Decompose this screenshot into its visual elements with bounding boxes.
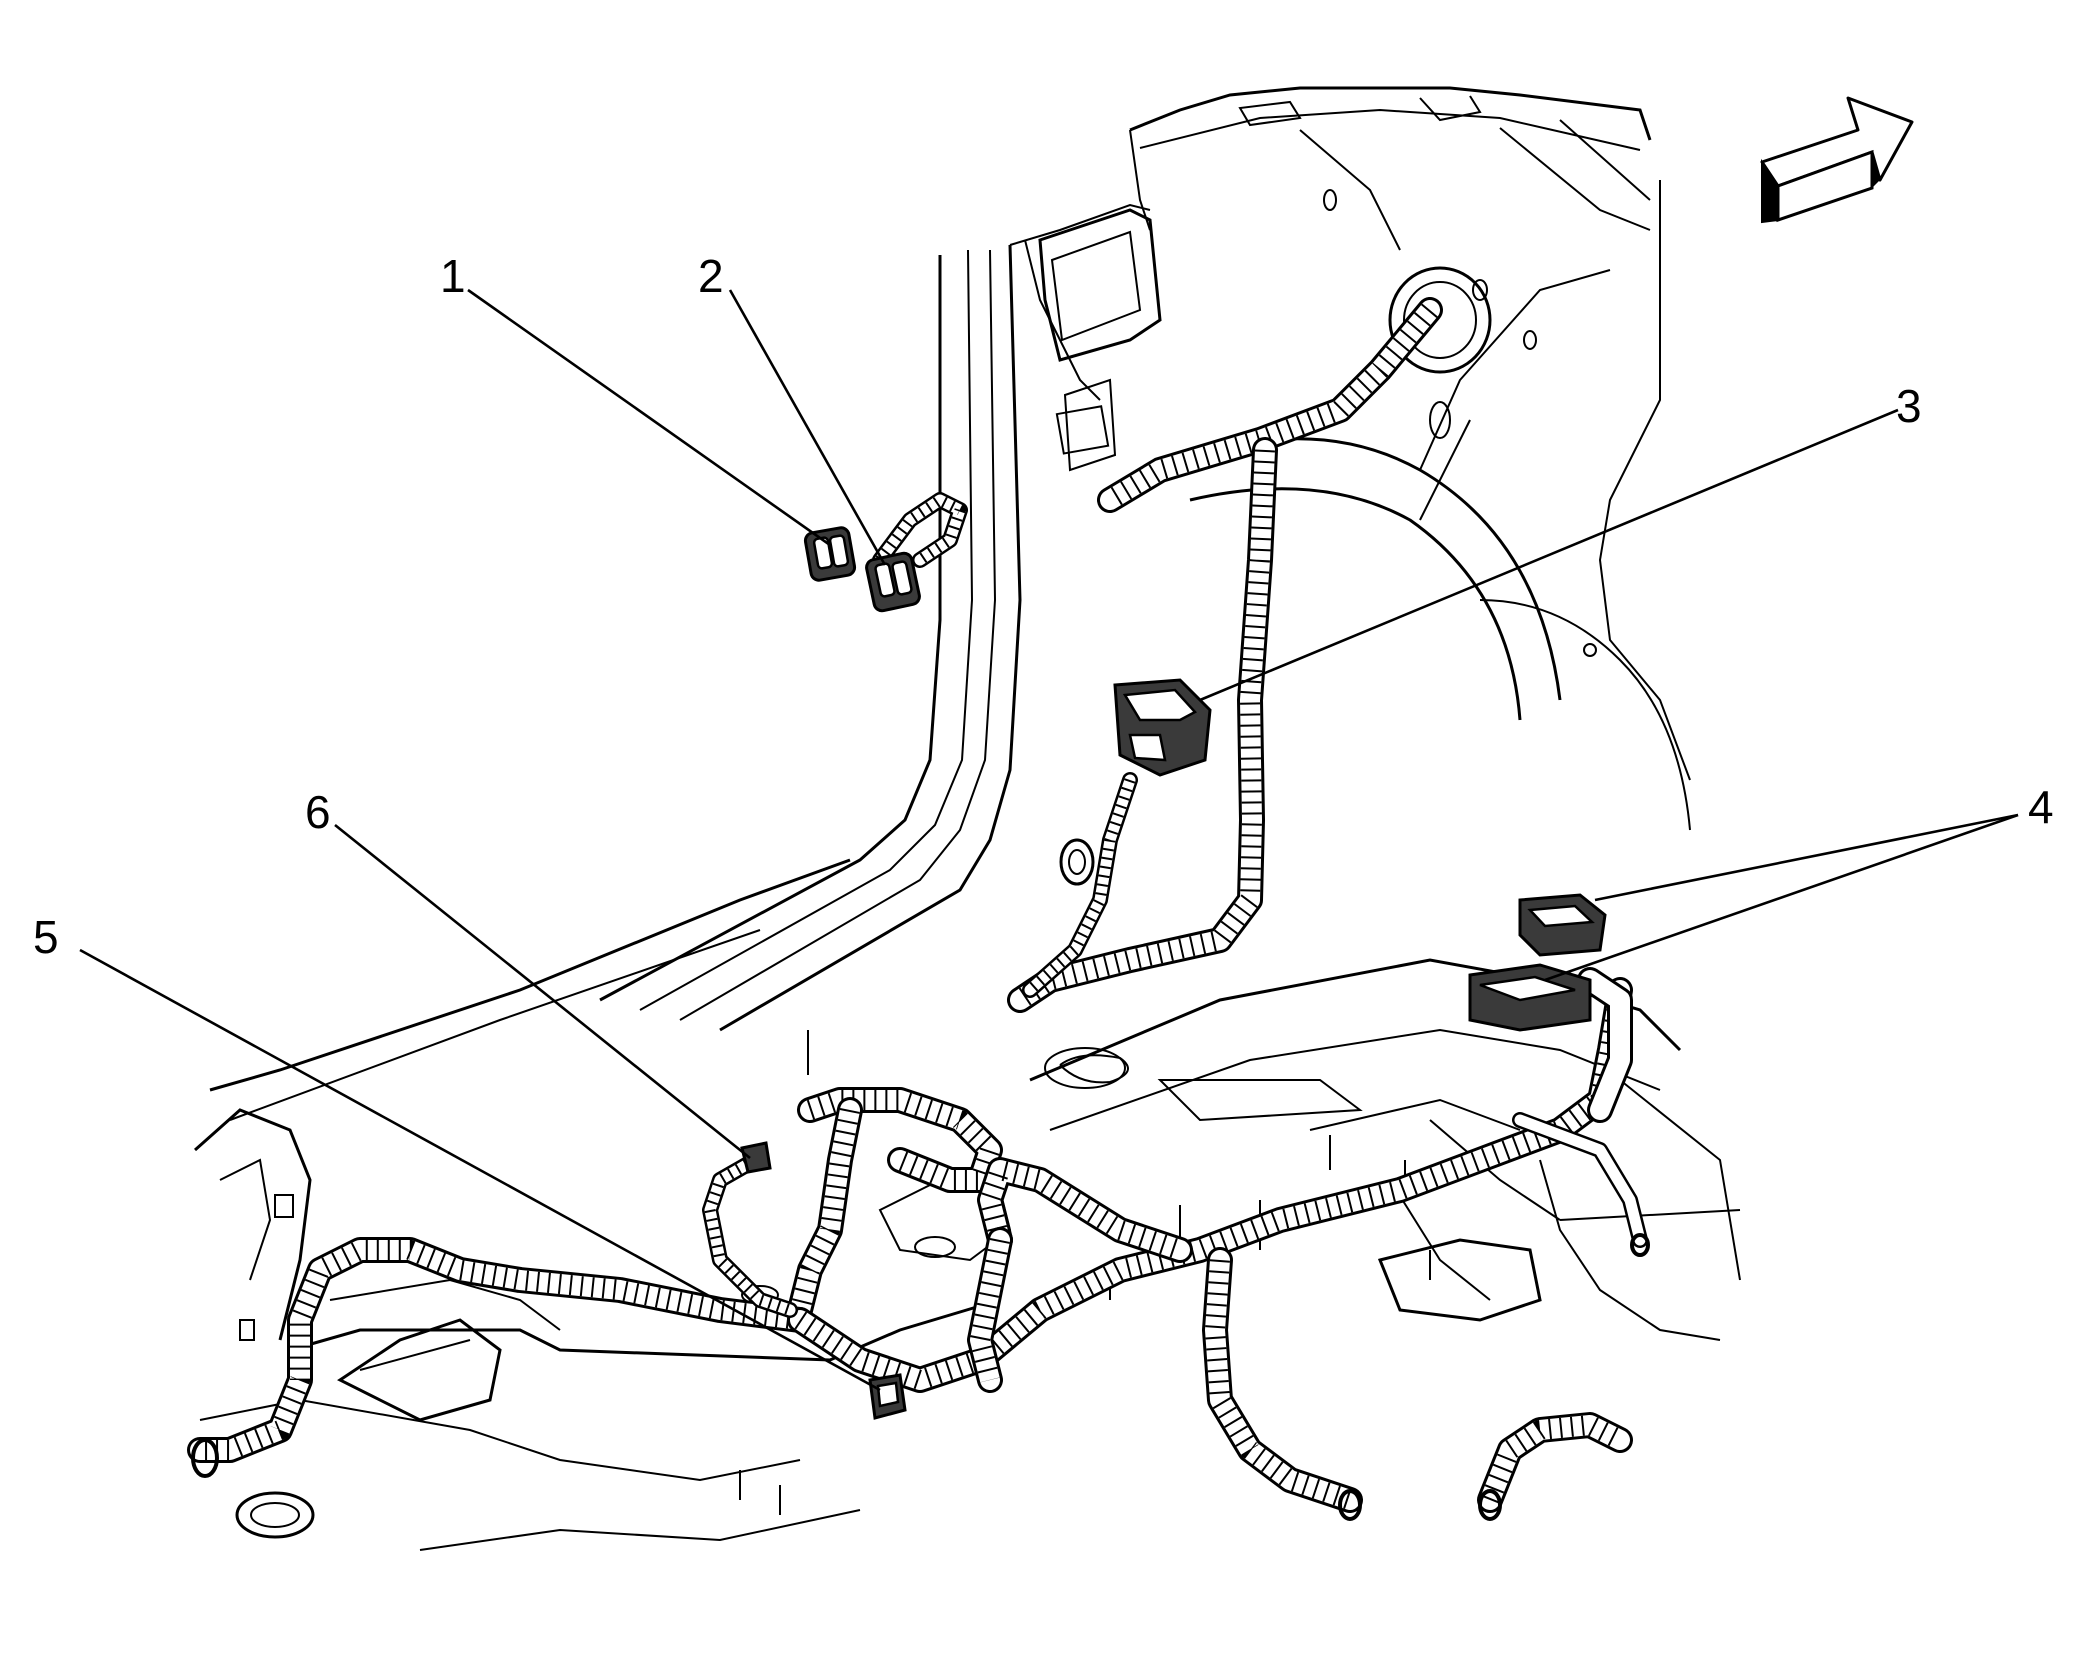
- callout-6: 6: [305, 786, 331, 838]
- connector-2: [865, 551, 921, 613]
- callout-4: 4: [2028, 781, 2054, 833]
- connector-4-upper: [1518, 893, 1607, 957]
- callout-labels: 1 2 3 4 5 6: [33, 250, 2054, 963]
- callout-2: 2: [698, 250, 724, 302]
- vehicle-body-structure: [194, 86, 1741, 1551]
- callout-3: 3: [1896, 380, 1922, 432]
- callout-leader-lines: [79, 288, 2019, 1392]
- connector-5: [868, 1373, 907, 1420]
- connector-6: [740, 1141, 772, 1174]
- connector-4-lower: [1468, 963, 1592, 1032]
- panel-holes: [1323, 189, 1597, 657]
- floor-studs: [739, 1030, 1431, 1515]
- callout-5: 5: [33, 911, 59, 963]
- connector-3: [1113, 678, 1212, 777]
- callout-1: 1: [440, 250, 466, 302]
- connector-1: [803, 526, 857, 582]
- front-direction-arrow-icon: [1760, 96, 1914, 224]
- wiring-harness: [187, 297, 1650, 1521]
